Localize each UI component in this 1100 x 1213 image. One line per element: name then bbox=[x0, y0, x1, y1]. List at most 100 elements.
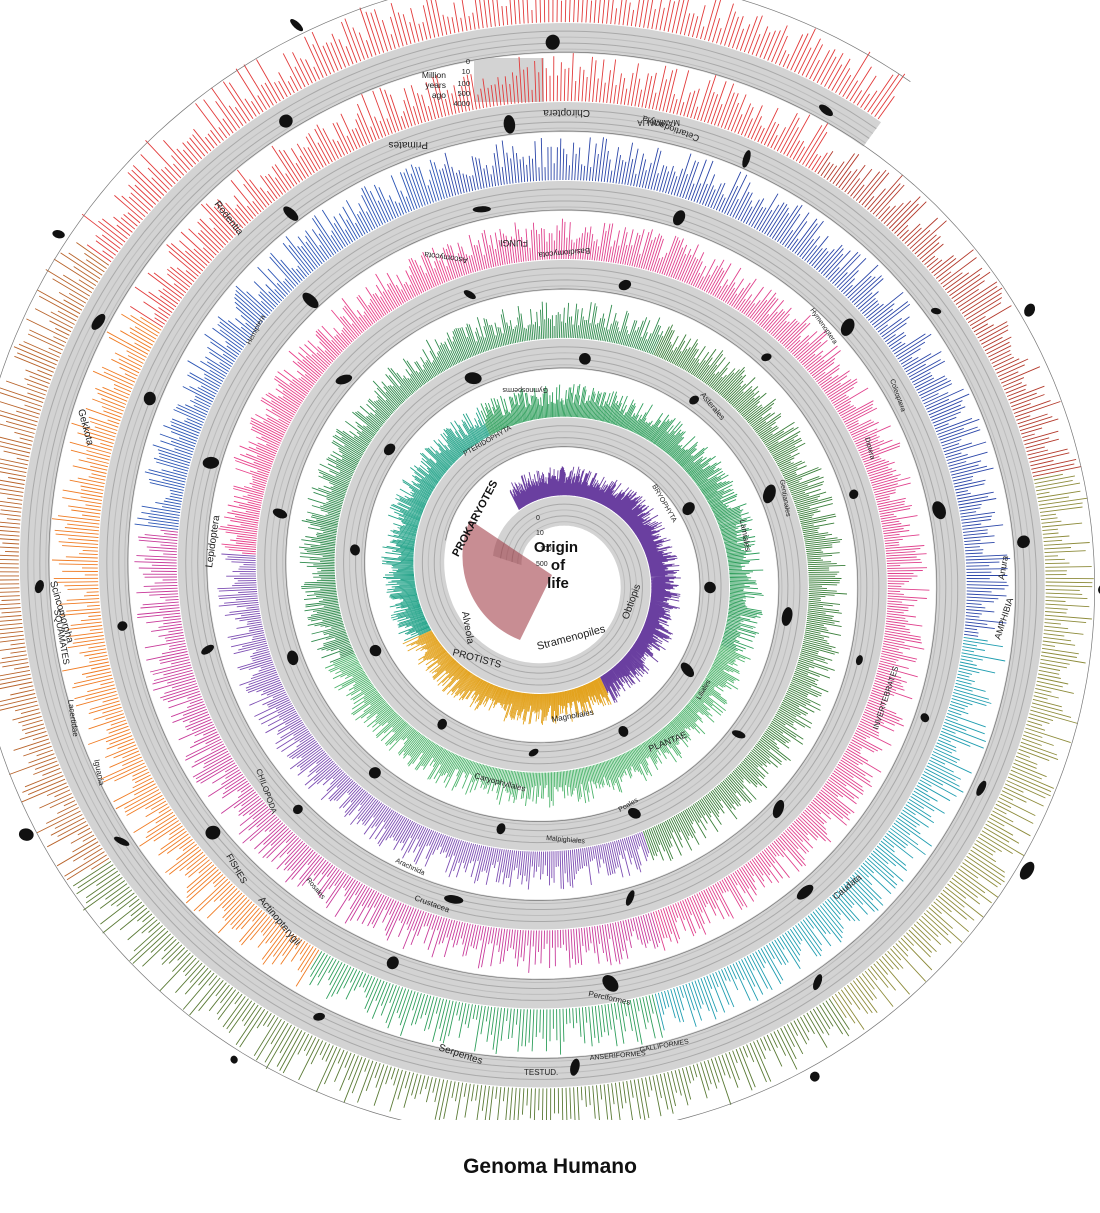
organism-silhouette-icon bbox=[528, 748, 539, 757]
organism-silhouette-icon bbox=[602, 975, 619, 992]
origin-label-2: of bbox=[551, 557, 566, 574]
time-tick-0: 0 bbox=[466, 57, 470, 66]
spiral-tip-lines bbox=[72, 861, 850, 1120]
center-tick-100: 100 bbox=[540, 546, 552, 553]
spiral-tip-lines bbox=[324, 644, 751, 808]
time-tick-100: 100 bbox=[457, 79, 470, 88]
spiral-tip-lines bbox=[298, 301, 664, 663]
spiral-tip-lines bbox=[51, 313, 320, 987]
organism-silhouette-icon bbox=[682, 502, 695, 516]
organism-silhouette-icon bbox=[350, 544, 360, 556]
label-mammalia: MAMMALIA bbox=[637, 118, 680, 127]
spiral-tip-lines bbox=[217, 553, 650, 890]
organism-silhouette-icon bbox=[1019, 861, 1035, 880]
spiral-tip-lines bbox=[381, 407, 490, 642]
organism-silhouette-icon bbox=[279, 114, 293, 128]
label-gekkota: Gekkota bbox=[75, 408, 95, 447]
spiral-grey-band bbox=[19, 23, 1045, 1088]
time-tick-4000: 4000 bbox=[453, 99, 470, 108]
organism-silhouette-icon bbox=[292, 804, 303, 815]
spiral-tip-lines bbox=[445, 218, 930, 951]
organism-silhouette-icon bbox=[287, 650, 299, 666]
label-anura: Anura bbox=[996, 555, 1010, 580]
organism-silhouette-icon bbox=[855, 655, 863, 666]
label-rodentia: Rodentia bbox=[212, 199, 246, 238]
spiral-guide-line bbox=[39, 42, 1026, 1068]
label-gymnosperms: Gymnosperms bbox=[502, 386, 548, 393]
organism-silhouette-icon bbox=[463, 290, 476, 300]
organism-silhouette-icon bbox=[840, 318, 855, 336]
spiral-tip-lines bbox=[134, 159, 448, 530]
prokaryote-wedge bbox=[462, 520, 552, 640]
label-testudines: TESTUD. bbox=[524, 1068, 558, 1077]
spiral-tip-lines bbox=[218, 247, 455, 555]
organism-silhouette-icon bbox=[930, 307, 942, 315]
figure-caption: Genoma Humano bbox=[463, 1155, 637, 1178]
organism-silhouette-icon bbox=[628, 807, 641, 819]
label-chiroptera: Chiroptera bbox=[543, 107, 590, 118]
organism-silhouette-icon bbox=[761, 353, 772, 362]
organism-silhouette-icon bbox=[91, 313, 106, 330]
organism-silhouette-icon bbox=[34, 580, 44, 594]
organism-silhouette-icon bbox=[704, 581, 716, 594]
organism-silhouette-icon bbox=[205, 825, 221, 840]
organism-silhouette-icon bbox=[369, 644, 382, 657]
organism-silhouette-icon bbox=[673, 210, 686, 226]
organism-silhouette-icon bbox=[444, 895, 464, 904]
organism-silhouette-icon bbox=[570, 1058, 580, 1076]
tree-of-life-spiral: Million years ago 0 10 100 500 4000 Orig… bbox=[0, 0, 1100, 1178]
organism-silhouette-icon bbox=[976, 780, 987, 796]
label-invertebrates: INVERTEBRATES bbox=[871, 665, 900, 731]
time-scale-title-3: ago bbox=[432, 90, 446, 100]
organism-silhouette-icon bbox=[18, 828, 34, 841]
organism-silhouette-icon bbox=[781, 607, 793, 626]
organism-silhouette-icon bbox=[680, 662, 695, 678]
center-tick-0: 0 bbox=[536, 515, 540, 522]
label-rosales: Rosales bbox=[304, 877, 326, 901]
spiral-ticks bbox=[0, 0, 1096, 1120]
time-scale-band bbox=[474, 58, 544, 102]
spiral-tip-lines bbox=[642, 324, 848, 861]
organism-silhouette-icon bbox=[503, 115, 516, 134]
spiral-guide-line bbox=[33, 36, 1032, 1074]
organism-silhouette-icon bbox=[202, 456, 220, 469]
organism-silhouette-icon bbox=[1098, 582, 1100, 595]
organism-silhouette-icon bbox=[386, 956, 399, 970]
spiral-tip-lines bbox=[831, 473, 1094, 1030]
spiral-tip-lines bbox=[402, 630, 612, 725]
spiral-tip-lines bbox=[441, 137, 1011, 637]
organism-silhouette-icon bbox=[313, 1012, 325, 1021]
organism-silhouette-icon bbox=[849, 489, 859, 500]
organism-silhouette-icon bbox=[114, 836, 130, 846]
spiral-label-rim bbox=[0, 0, 1096, 1120]
organism-silhouette-icon bbox=[383, 443, 396, 456]
organism-silhouette-icon bbox=[302, 292, 319, 309]
organism-silhouette-icon bbox=[201, 644, 214, 655]
spiral-bands bbox=[19, 23, 1045, 1088]
organism-silhouette-icon bbox=[464, 372, 482, 385]
organism-silhouette-icon bbox=[52, 230, 65, 239]
organism-silhouette-icon bbox=[283, 206, 299, 221]
time-tick-10: 10 bbox=[462, 67, 470, 76]
organism-silhouette-icon bbox=[796, 884, 814, 900]
organism-silhouette-icon bbox=[618, 279, 632, 291]
label-fungi: FUNGI bbox=[500, 238, 528, 248]
organism-silhouette-icon bbox=[335, 374, 353, 385]
organism-silhouette-icon bbox=[625, 890, 635, 906]
organism-silhouette-icon bbox=[742, 150, 751, 168]
organism-silhouette-icon bbox=[920, 713, 930, 723]
organism-silhouette-icon bbox=[143, 391, 156, 406]
organism-silhouette-icon bbox=[809, 1071, 820, 1082]
spiral-tip-lines bbox=[817, 151, 1082, 477]
label-malpighiales: Malpighiales bbox=[546, 835, 586, 845]
spiral-tip-lines bbox=[134, 529, 661, 973]
organism-silhouette-icon bbox=[290, 18, 304, 32]
organism-silhouette-icon bbox=[772, 799, 785, 819]
spiral-guide-line bbox=[45, 48, 1020, 1062]
organism-silhouette-icon bbox=[496, 823, 506, 835]
origin-label-3: life bbox=[547, 575, 569, 592]
organism-silhouette-icon bbox=[689, 395, 700, 405]
spiral-diagram: Million years ago 0 10 100 500 4000 Orig… bbox=[0, 0, 1100, 1120]
spiral-tip-lines bbox=[509, 466, 681, 703]
time-tick-500: 500 bbox=[457, 89, 470, 98]
